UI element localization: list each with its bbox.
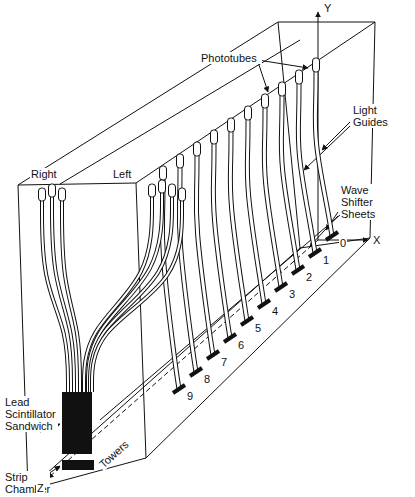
callout-label: Phototubes xyxy=(200,52,262,64)
light-guide xyxy=(298,82,315,253)
light-guide xyxy=(90,196,172,392)
phototube xyxy=(179,188,186,201)
callout-label: Right xyxy=(30,168,58,180)
leader-line xyxy=(258,62,268,92)
near-end-frame xyxy=(18,183,146,490)
phototube xyxy=(59,188,66,201)
wedge-edge xyxy=(18,22,278,185)
light-guide xyxy=(247,118,264,304)
callout-label: Lead Scintillator Sandwich xyxy=(4,396,58,432)
light-guide xyxy=(179,166,196,372)
wave-shifter-sheet xyxy=(207,351,219,359)
callout-label: Light Guides xyxy=(352,104,394,128)
light-guide xyxy=(92,200,182,392)
phototube xyxy=(39,188,46,201)
axis-label: Y xyxy=(323,2,332,14)
light-guide xyxy=(196,154,213,355)
light-guide xyxy=(264,106,281,287)
phototube xyxy=(169,184,176,197)
phototube xyxy=(262,94,269,108)
tower-number: 5 xyxy=(254,322,262,334)
phototube xyxy=(211,130,218,144)
leader-line xyxy=(322,122,350,150)
axis-label: X xyxy=(372,234,381,246)
phototube xyxy=(160,166,167,180)
lead-scintillator-sandwich xyxy=(62,392,92,454)
phototube xyxy=(228,118,235,132)
light-guide xyxy=(264,106,281,287)
light-guide xyxy=(196,154,213,355)
wave-shifter-sheet xyxy=(258,300,270,308)
axis-label: Z xyxy=(36,482,45,494)
tower-number: 4 xyxy=(271,305,279,317)
phototube xyxy=(279,82,286,96)
phototube xyxy=(194,142,201,156)
light-guide xyxy=(213,142,230,338)
phototube xyxy=(313,58,320,72)
phototube xyxy=(245,106,252,120)
callout-label: Left xyxy=(112,168,132,180)
light-guide xyxy=(315,70,332,236)
light-guide xyxy=(230,130,247,321)
phototube xyxy=(177,154,184,168)
light-guide xyxy=(247,118,264,304)
phototube xyxy=(149,184,156,197)
wave-shifter-sheet xyxy=(292,266,304,274)
wave-shifter-sheet xyxy=(173,385,185,393)
light-guide xyxy=(315,70,332,236)
callout-label: Towers xyxy=(96,437,131,471)
light-guide xyxy=(281,94,298,270)
light-guide xyxy=(179,166,196,372)
wave-shifter-sheet xyxy=(241,317,253,325)
wave-shifter-sheet xyxy=(190,368,202,376)
tower-number: 6 xyxy=(237,339,245,351)
light-guide xyxy=(62,200,80,392)
wave-shifter-sheet xyxy=(309,249,321,257)
light-guide xyxy=(62,200,80,392)
leader-line xyxy=(258,60,308,68)
tower-number: 3 xyxy=(288,288,296,300)
leader-line xyxy=(304,126,350,170)
phototube xyxy=(49,184,56,197)
phototube xyxy=(296,70,303,84)
light-guide xyxy=(281,94,298,270)
wedge-edge xyxy=(136,22,375,183)
wedge-edge xyxy=(100,215,340,420)
wave-shifter-sheet xyxy=(224,334,236,342)
phototube xyxy=(159,180,166,193)
callout-label: Wave Shifter Sheets xyxy=(340,184,392,220)
tower-number: 0 xyxy=(339,237,347,249)
light-guide xyxy=(92,200,182,392)
tower-number: 1 xyxy=(322,254,330,266)
tower-number: 9 xyxy=(186,390,194,402)
light-guide xyxy=(230,130,247,321)
strip-chamber xyxy=(62,460,94,470)
light-guide xyxy=(213,142,230,338)
light-guide xyxy=(90,196,172,392)
tower-number: 8 xyxy=(203,373,211,385)
light-guide xyxy=(298,82,315,253)
tower-number: 7 xyxy=(220,356,228,368)
wave-shifter-sheet xyxy=(275,283,287,291)
tower-number: 2 xyxy=(305,271,313,283)
wave-shifter-sheet xyxy=(326,232,338,240)
